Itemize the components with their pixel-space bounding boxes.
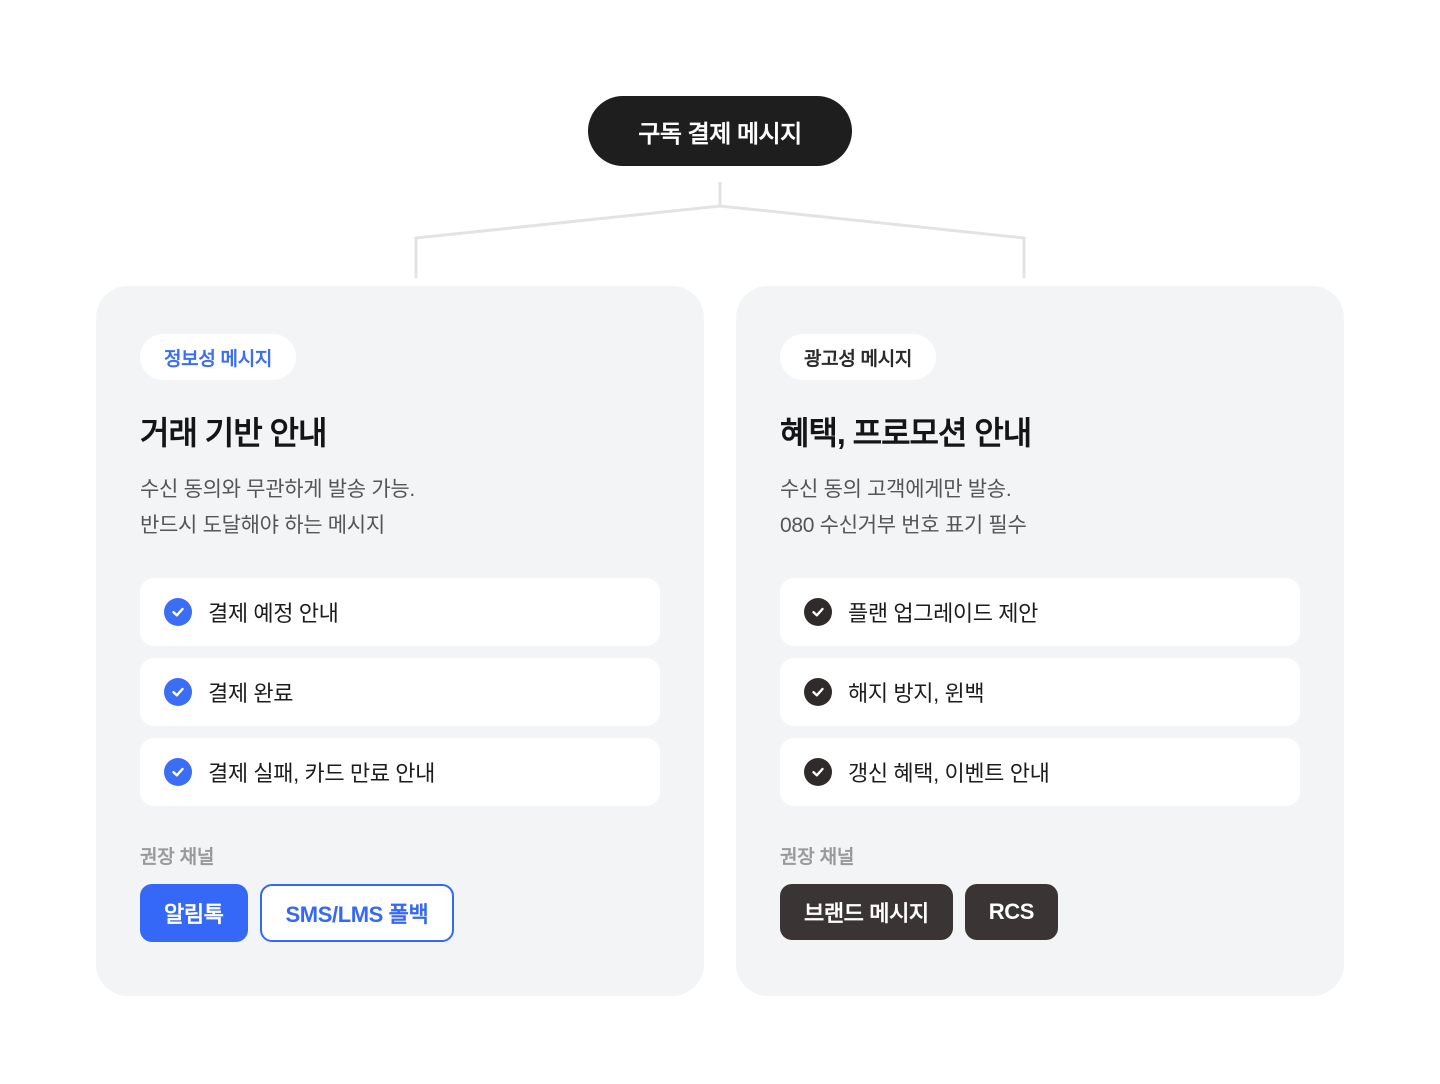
informational-message-card: 정보성 메시지 거래 기반 안내 수신 동의와 무관하게 발송 가능. 반드시 … (96, 286, 704, 996)
check-circle-icon (804, 598, 832, 626)
channel-chips: 알림톡 SMS/LMS 폴백 (140, 884, 455, 942)
message-type-badge: 광고성 메시지 (780, 334, 937, 380)
message-list: 플랜 업그레이드 제안 해지 방지, 윈백 갱신 혜택, 이벤트 안내 (780, 578, 1300, 818)
list-item-label: 결제 실패, 카드 만료 안내 (208, 761, 435, 786)
list-item: 결제 실패, 카드 만료 안내 (140, 738, 660, 806)
channel-chip-rcs: RCS (964, 884, 1059, 940)
card-title: 거래 기반 안내 (140, 415, 327, 451)
check-circle-icon (164, 758, 192, 786)
list-item: 플랜 업그레이드 제안 (780, 578, 1300, 646)
list-item-label: 플랜 업그레이드 제안 (848, 601, 1038, 626)
list-item-label: 결제 완료 (208, 681, 294, 706)
list-item: 결제 완료 (140, 658, 660, 726)
root-node: 구독 결제 메시지 (588, 96, 852, 166)
list-item: 해지 방지, 윈백 (780, 658, 1300, 726)
recommended-channel-label: 권장 채널 (780, 847, 855, 868)
check-circle-icon (804, 678, 832, 706)
card-title: 혜택, 프로모션 안내 (780, 415, 1032, 451)
description-line: 반드시 도달해야 하는 메시지 (140, 514, 385, 537)
message-list: 결제 예정 안내 결제 완료 결제 실패, 카드 만료 안내 (140, 578, 660, 818)
check-circle-icon (164, 598, 192, 626)
list-item-label: 결제 예정 안내 (208, 601, 339, 626)
list-item: 결제 예정 안내 (140, 578, 660, 646)
description-line: 수신 동의 고객에게만 발송. (780, 478, 1012, 501)
check-circle-icon (164, 678, 192, 706)
channel-chip-sms-fallback: SMS/LMS 폴백 (259, 884, 455, 942)
description-line: 080 수신거부 번호 표기 필수 (780, 514, 1027, 537)
channel-chip-brand-message: 브랜드 메시지 (780, 884, 953, 940)
channel-chips: 브랜드 메시지 RCS (780, 884, 1059, 940)
list-item-label: 해지 방지, 윈백 (848, 681, 985, 706)
channel-chip-alimtalk: 알림톡 (140, 884, 248, 942)
description-line: 수신 동의와 무관하게 발송 가능. (140, 478, 415, 501)
card-description: 수신 동의와 무관하게 발송 가능. 반드시 도달해야 하는 메시지 (140, 472, 415, 544)
tree-connector (414, 182, 1026, 278)
recommended-channel-label: 권장 채널 (140, 847, 215, 868)
list-item-label: 갱신 혜택, 이벤트 안내 (848, 761, 1050, 786)
advertising-message-card: 광고성 메시지 혜택, 프로모션 안내 수신 동의 고객에게만 발송. 080 … (736, 286, 1344, 996)
message-type-badge: 정보성 메시지 (140, 334, 297, 380)
check-circle-icon (804, 758, 832, 786)
root-node-label: 구독 결제 메시지 (638, 120, 802, 148)
message-type-label: 광고성 메시지 (804, 348, 913, 370)
message-type-label: 정보성 메시지 (164, 348, 273, 370)
card-description: 수신 동의 고객에게만 발송. 080 수신거부 번호 표기 필수 (780, 472, 1027, 544)
list-item: 갱신 혜택, 이벤트 안내 (780, 738, 1300, 806)
